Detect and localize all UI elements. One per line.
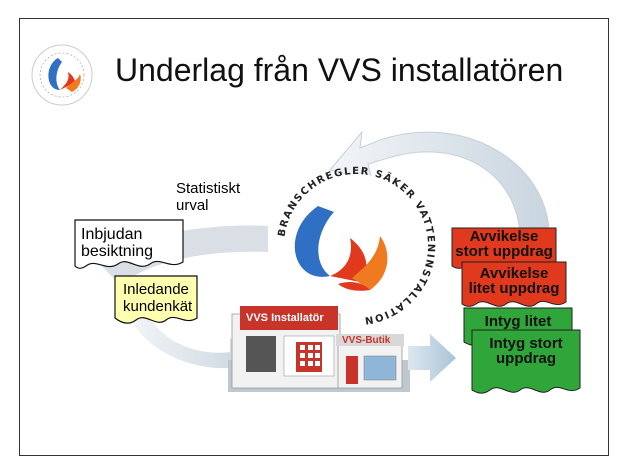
card-avvikelse-litet-text: Avvikelse litet uppdrag	[468, 265, 560, 297]
inbjudan-label: Inbjudan besiktning	[81, 226, 154, 260]
store-building	[228, 306, 410, 392]
card-intyg-stort	[471, 329, 581, 394]
card-avvikelse-stort-text: Avvikelse stort uppdrag	[455, 228, 553, 260]
doc-inledande	[114, 275, 198, 324]
inledande-label: Inledande kundenkät	[123, 281, 193, 315]
card-avvikelse-litet	[461, 261, 567, 307]
cards-arrow	[408, 334, 456, 382]
statistiskt-urval-label: Statistiskt urval	[176, 180, 241, 214]
store-sign: VVS Installatör	[246, 312, 324, 324]
slide-title: Underlag från VVS installatören	[115, 52, 564, 88]
store-arrow	[130, 318, 256, 380]
center-logo: BRANSCHREGLER SÄKER VATTENINSTALLATION	[277, 166, 435, 326]
card-intyg-stort-text: Intyg stort uppdrag	[489, 335, 563, 367]
return-arrow	[329, 130, 550, 251]
card-intyg-litet-text: Intyg litet	[484, 313, 552, 330]
header-logo	[31, 44, 93, 106]
shop-sign: VVS-Butik	[342, 335, 391, 346]
doc-inbjudan	[74, 219, 184, 269]
